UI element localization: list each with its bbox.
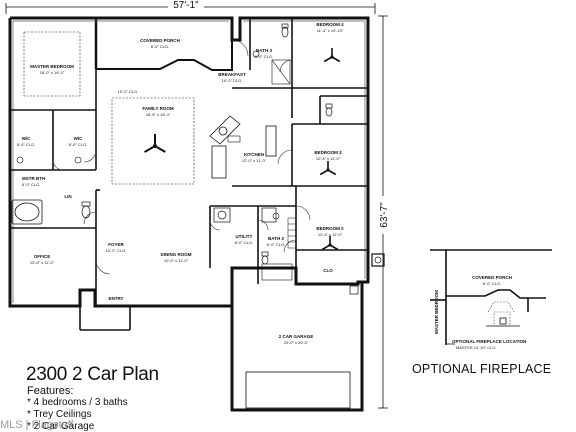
kitchen-size: 12'-0" x 11'-0" — [242, 158, 267, 163]
foyer-name: FOYER — [108, 242, 124, 247]
toilet-icon — [81, 23, 333, 265]
master-bedroom-size: 16'-0" x 16'-0" — [40, 70, 65, 75]
wic-1-size: 8'-0" CLG. — [17, 142, 35, 147]
plan-title: 2300 2 Car Plan — [26, 364, 159, 385]
features-heading: Features: — [27, 385, 74, 397]
garage-door — [245, 371, 351, 409]
dining-room-size: 10'-0" x 11'-0" — [164, 258, 189, 263]
dining-room-name: DINING ROOM — [161, 252, 192, 257]
bedroom-2-size: 12'-4" x 11'-0" — [318, 232, 343, 237]
bath-3-size: 8'-0" CLG. — [255, 54, 273, 59]
office-size: 10'-6" x 11'-0" — [30, 260, 55, 265]
inset-location-label: OPTIONAL FIREPLACE LOCATION — [452, 339, 526, 344]
width-dimension-label: 57'-1" — [173, 0, 199, 11]
optional-fireplace-title: OPTIONAL FIREPLACE — [412, 362, 552, 376]
inset-bedroom-label: MASTER BEDROOM — [434, 290, 439, 334]
exterior-walls — [8, 16, 370, 412]
utility-size: 8'-0" CLG. — [235, 240, 253, 245]
garage-name: 2 CAR GARAGE — [279, 334, 314, 339]
wic-2-size: 8'-0" CLG. — [69, 142, 87, 147]
feature-item: * 2 Car Garage — [27, 421, 95, 432]
wic-1-name: W/C — [22, 136, 31, 141]
appliance-icon — [213, 207, 385, 295]
shower-icon — [261, 59, 293, 281]
bath-2-size: 8'-0" CLG. — [267, 242, 285, 247]
inset-porch-sub: 8'-0" CLG. — [483, 281, 501, 286]
bedroom-2-name: BEDROOM 2 — [316, 226, 344, 231]
master-bath-name: MSTR BTH — [22, 176, 45, 181]
inset-porch-label: COVERED PORCH — [472, 275, 512, 280]
bathtub-icon — [11, 199, 43, 225]
utility-name: UTILITY — [236, 234, 253, 239]
bedroom-4-size: 11'-4" x 10'-10" — [317, 28, 344, 33]
family-room-ceiling: 10'-0" CLG. — [118, 89, 139, 94]
breakfast-name: BREAKFAST — [218, 72, 246, 77]
kitchen-name: KITCHEN — [244, 152, 264, 157]
feature-item: * 4 bedrooms / 3 baths — [27, 397, 128, 408]
closet-name: CLO — [323, 268, 333, 273]
watermark: MLS | Flagstaff — [0, 419, 74, 431]
family-room-size: 18'-6" x 18'-4" — [146, 112, 171, 117]
linen-name: LIN — [64, 194, 71, 199]
foyer-size: 10'-0" CLG. — [106, 248, 127, 253]
stairs-icon — [287, 217, 297, 249]
optional-fireplace-inset: COVERED PORCH 8'-0" CLG. MASTER BEDROOM … — [430, 249, 552, 350]
ceiling-fan-icon — [144, 48, 341, 251]
breakfast-size: 10'-0" CLG. — [222, 78, 243, 83]
office-name: OFFICE — [34, 254, 51, 259]
bath-2-name: BATH 2 — [268, 236, 284, 241]
bedroom-4-name: BEDROOM 4 — [316, 22, 344, 27]
bedroom-3-size: 10'-4" x 11'-0" — [316, 156, 341, 161]
interior-walls — [10, 18, 368, 331]
bedroom-3-name: BEDROOM 3 — [314, 150, 342, 155]
bath-3-name: BATH 3 — [256, 48, 272, 53]
covered-porch-name: COVERED PORCH — [140, 38, 180, 43]
garage-size: 20'-0" x 20'-0" — [284, 340, 309, 345]
kitchen-island-icon — [209, 115, 277, 179]
family-room-name: FAMILY ROOM — [142, 106, 174, 111]
master-bedroom-name: MASTER BEDROOM — [30, 64, 74, 69]
inset-location-sub: MASTER 14'-10" CLG. — [456, 345, 497, 350]
depth-dimension-label: 63'-7" — [379, 202, 390, 228]
entry-name: ENTRY — [108, 296, 123, 301]
covered-porch-size: 8'-0" CLG. — [151, 44, 169, 49]
wic-2-name: W/C — [74, 136, 83, 141]
master-bath-size: 8'-0" CLG. — [22, 182, 40, 187]
feature-item: * Trey Ceilings — [27, 409, 92, 420]
